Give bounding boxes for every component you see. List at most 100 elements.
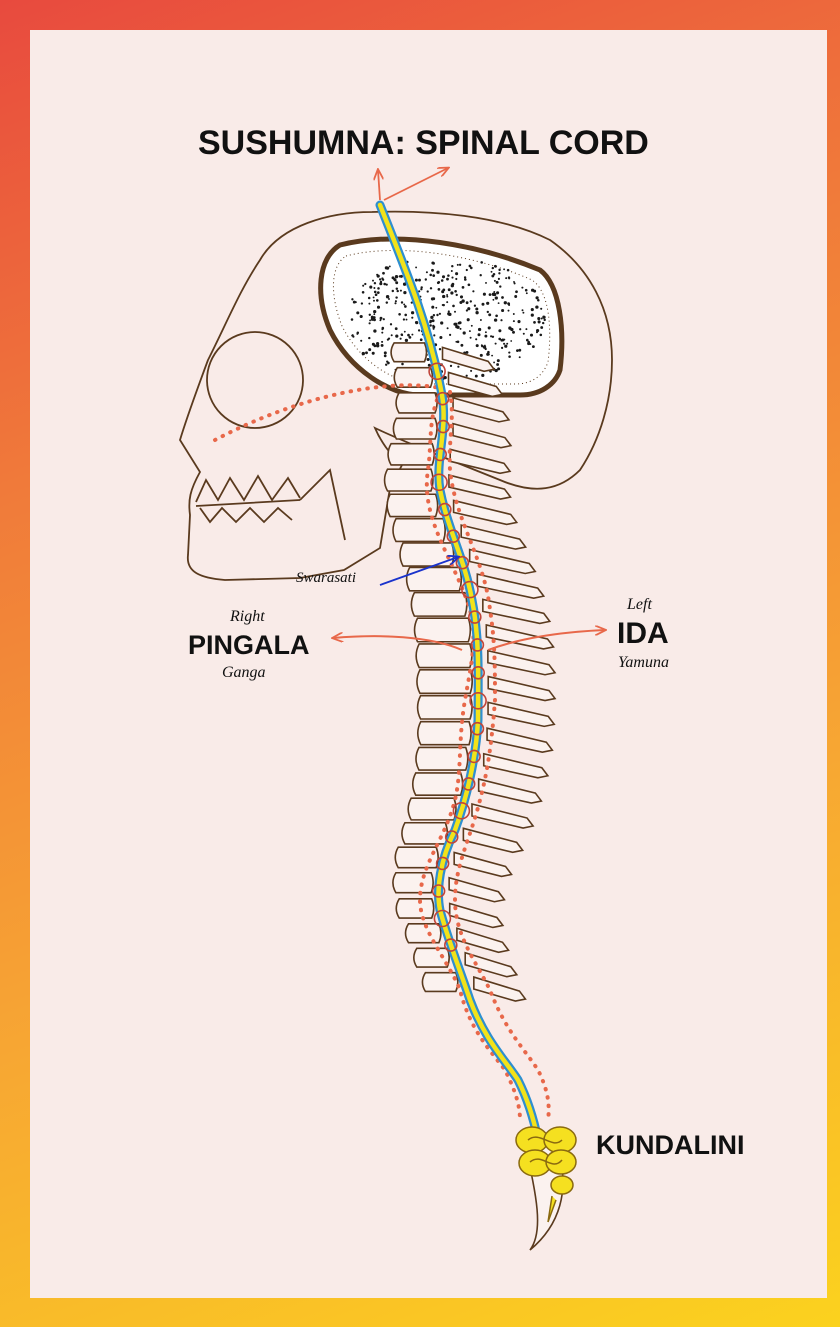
brain-dot [454, 311, 456, 313]
brain-dot [530, 334, 533, 337]
brain-dot [512, 331, 515, 334]
vertebra-body [417, 670, 472, 693]
brain-dot [368, 337, 370, 339]
vertebra-body [402, 823, 447, 844]
brain-dot [401, 363, 404, 366]
brain-dot [438, 288, 441, 291]
brain-dot [468, 283, 471, 286]
brain-dot [411, 334, 413, 336]
brain-dot [516, 349, 519, 352]
brain-dot [542, 316, 545, 319]
brain-dot [478, 328, 481, 331]
brain-dot [351, 318, 354, 321]
brain-dot [432, 325, 434, 327]
brain-dot [498, 338, 501, 341]
brain-dot [446, 301, 448, 303]
brain-dot [433, 328, 435, 330]
brain-dot [515, 290, 518, 293]
brain-dot [474, 305, 476, 307]
brain-dot [415, 279, 418, 282]
brain-dot [489, 293, 492, 296]
brain-dot [379, 282, 382, 285]
brain-dot [493, 361, 495, 363]
vertebra-process [488, 651, 555, 675]
brain-dot [446, 278, 449, 281]
brain-dot [483, 293, 486, 296]
brain-dot [535, 305, 538, 308]
brain-dot [456, 326, 459, 329]
brain-dot [536, 329, 539, 332]
brain-dot [379, 278, 381, 280]
brain-dot [430, 287, 432, 289]
brain-dot [397, 290, 399, 292]
brain-dot [403, 303, 405, 305]
brain-dot [508, 304, 510, 306]
vertebra-body [415, 618, 471, 642]
brain-dot [494, 318, 497, 321]
brain-dot [448, 313, 451, 316]
brain-dot [433, 314, 435, 316]
brain-dot [376, 274, 378, 276]
brain-dot [355, 301, 357, 303]
brain-dot [381, 332, 383, 334]
brain-dot [382, 272, 385, 275]
brain-dot [446, 296, 448, 298]
brain-dot [463, 331, 466, 334]
brain-dot [432, 297, 435, 300]
brain-dot [538, 320, 541, 323]
brain-dot [498, 269, 500, 271]
brain-dot [475, 311, 478, 314]
brain-dot [495, 343, 497, 345]
vertebra-body [408, 798, 456, 820]
brain-dot [495, 314, 498, 317]
brain-dot [395, 281, 398, 284]
brain-dot [439, 313, 441, 315]
brain-dot [455, 278, 457, 280]
brain-dot [487, 311, 489, 313]
brain-dot [482, 303, 485, 306]
brain-dot [379, 319, 381, 321]
brain-dot [519, 328, 521, 330]
vertebra-process [474, 977, 526, 1001]
brain-dot [372, 343, 375, 346]
brain-dot [411, 317, 413, 319]
brain-dot [373, 287, 375, 289]
brain-dot [466, 375, 468, 377]
brain-dot [488, 313, 491, 316]
brain-dot [481, 345, 484, 348]
brain-dot [491, 275, 494, 278]
vertebra-process [453, 424, 511, 448]
brain-dot [470, 337, 472, 339]
brain-dot [404, 305, 407, 308]
brain-dot [427, 358, 430, 361]
brain-dot [470, 370, 472, 372]
brain-dot [369, 319, 371, 321]
brain-dot [395, 296, 397, 298]
brain-dot [492, 293, 495, 296]
vertebra-body [391, 343, 426, 362]
vertebra-body [395, 847, 438, 868]
brain-dot [521, 287, 523, 289]
brain-dot [460, 344, 463, 347]
brain-dot [403, 291, 406, 294]
brain-dot [374, 291, 377, 294]
brain-dot [522, 312, 524, 314]
vertebra-process [488, 677, 555, 701]
brain-dot [385, 364, 387, 366]
brain-dot [540, 334, 543, 337]
brain-dot [494, 280, 496, 282]
brain-dot [369, 314, 371, 316]
brain-dot [458, 322, 461, 325]
vertebra-process [487, 728, 552, 752]
vertebra-body [414, 948, 449, 967]
brain-dot [360, 315, 363, 318]
brain-dot [395, 327, 398, 330]
vertebra-body [413, 773, 463, 795]
vertebra-body [396, 899, 433, 918]
brain-dot [384, 355, 387, 358]
brain-dot [404, 331, 406, 333]
brain-dot [451, 284, 454, 287]
brain-dot [441, 279, 444, 282]
brain-dot [503, 268, 505, 270]
brain-dot [429, 320, 432, 323]
